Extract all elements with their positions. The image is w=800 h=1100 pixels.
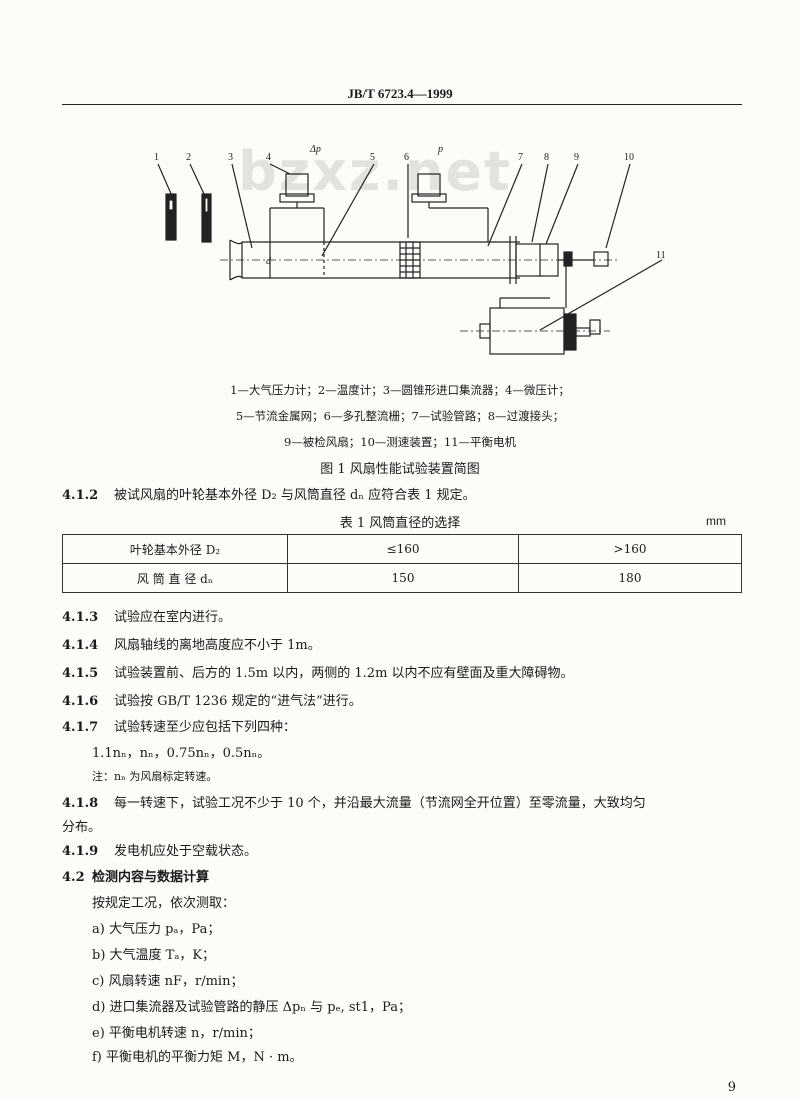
table-cell: 风 筒 直 径 dₙ bbox=[62, 563, 288, 593]
figure-label-11: 11 bbox=[656, 250, 666, 261]
clause-text: 试验按 GB/T 1236 规定的“进气法”进行。 bbox=[114, 694, 362, 709]
clause-text: 发电机应处于空载状态。 bbox=[114, 844, 258, 859]
figure-label-5: 5 bbox=[370, 152, 375, 163]
document-header: JB/T 6723.4—1999 bbox=[347, 86, 453, 101]
clause-4-1-8: 4.1.8 每一转速下，试验工况不少于 10 个，并沿最大流量（节流网全开位置）至… bbox=[62, 792, 646, 811]
clause-text: 试验装置前、后方的 1.5m 以内，两侧的 1.2m 以内不应有壁面及重大障碍物… bbox=[114, 666, 574, 681]
table-cell: 180 bbox=[518, 563, 742, 593]
table-cell: 叶轮基本外径 D₂ bbox=[62, 534, 288, 564]
clause-number: 4.1.4 bbox=[62, 638, 99, 653]
clause-number: 4.1.6 bbox=[62, 694, 99, 709]
table-cell: ≤160 bbox=[287, 534, 519, 564]
measure-item: f) 平衡电机的平衡力矩 M，N · m。 bbox=[92, 1050, 303, 1065]
table-title: 表 1 风筒直径的选择 bbox=[339, 516, 461, 531]
header-rule bbox=[62, 104, 742, 105]
clause-4-1-6: 4.1.6 试验按 GB/T 1236 规定的“进气法”进行。 bbox=[62, 690, 362, 709]
clause-text: 试验转速至少应包括下列四种： bbox=[114, 720, 297, 735]
clause-text: 风扇轴线的离地高度应不小于 1m。 bbox=[114, 638, 321, 653]
page-number: 9 bbox=[727, 1080, 736, 1095]
clause-number: 4.1.8 bbox=[62, 796, 99, 811]
clause-4-1-4: 4.1.4 风扇轴线的离地高度应不小于 1m。 bbox=[62, 634, 321, 653]
clause-text: 每一转速下，试验工况不少于 10 个，并沿最大流量（节流网全开位置）至零流量，大… bbox=[114, 796, 646, 811]
table-row: 风 筒 直 径 dₙ 150 180 bbox=[62, 563, 742, 593]
measure-item: a) 大气压力 pₐ，Pa； bbox=[92, 922, 221, 937]
measure-item: b) 大气温度 Tₐ，K； bbox=[92, 948, 216, 963]
figure-label-2: 2 bbox=[186, 152, 191, 163]
table-cell: 150 bbox=[287, 563, 519, 593]
figure-label-p: p bbox=[437, 144, 443, 155]
apparatus-diagram: 1 2 3 4 5 6 7 8 9 10 11 Δp p d bbox=[154, 144, 666, 355]
section-heading: 检测内容与数据计算 bbox=[92, 870, 210, 885]
figure-label-dp: Δp bbox=[309, 144, 321, 155]
figure-label-4: 4 bbox=[266, 152, 271, 163]
clause-4-1-9: 4.1.9 发电机应处于空载状态。 bbox=[62, 840, 257, 859]
clause-text: 试验应在室内进行。 bbox=[114, 610, 232, 625]
figure-caption-line: 5—节流金属网；6—多孔整流栅；7—试验管路；8—过渡接头； bbox=[235, 409, 565, 423]
watermark: bzxz.net bbox=[238, 140, 512, 203]
table-row: 叶轮基本外径 D₂ ≤160 >160 bbox=[62, 534, 742, 564]
figure-caption-line: 1—大气压力计；2—温度计；3—圆锥形进口集流器；4—微压计； bbox=[230, 383, 570, 397]
figure-label-7: 7 bbox=[518, 152, 523, 163]
clause-number: 4.1.2 bbox=[62, 488, 99, 503]
measure-item: c) 风扇转速 nF，r/min； bbox=[92, 974, 244, 989]
clause-4-1-8-continued: 分布。 bbox=[62, 820, 102, 835]
clause-text: 被试风扇的叶轮基本外径 D₂ 与风筒直径 dₙ 应符合表 1 规定。 bbox=[114, 488, 476, 503]
speed-note: 注：nₙ 为风扇标定转速。 bbox=[92, 770, 218, 783]
clause-4-1-3: 4.1.3 试验应在室内进行。 bbox=[62, 606, 231, 625]
duct-diameter-table: 叶轮基本外径 D₂ ≤160 >160 风 筒 直 径 dₙ 150 180 bbox=[62, 534, 742, 593]
table-unit: mm bbox=[706, 514, 726, 528]
figure-label-d: d bbox=[266, 256, 272, 267]
clause-number: 4.1.7 bbox=[62, 720, 99, 735]
figure-label-10: 10 bbox=[624, 152, 634, 163]
clause-4-2: 4.2 检测内容与数据计算 bbox=[62, 866, 209, 885]
clause-number: 4.2 bbox=[62, 870, 85, 885]
clause-4-1-7: 4.1.7 试验转速至少应包括下列四种： bbox=[62, 716, 296, 735]
figure-title: 图 1 风扇性能试验装置简图 bbox=[320, 462, 480, 477]
figure-label-6: 6 bbox=[404, 152, 409, 163]
figure-caption-line: 9—被检风扇；10—测速装置；11—平衡电机 bbox=[283, 435, 517, 449]
figure-label-9: 9 bbox=[574, 152, 579, 163]
figure-label-3: 3 bbox=[228, 152, 233, 163]
clause-number: 4.1.9 bbox=[62, 844, 99, 859]
clause-4-1-5: 4.1.5 试验装置前、后方的 1.5m 以内，两侧的 1.2m 以内不应有壁面及… bbox=[62, 662, 574, 681]
measure-intro: 按规定工况，依次测取： bbox=[92, 896, 236, 911]
clause-number: 4.1.5 bbox=[62, 666, 99, 681]
clause-4-1-2: 4.1.2 被试风扇的叶轮基本外径 D₂ 与风筒直径 dₙ 应符合表 1 规定。 bbox=[62, 484, 476, 503]
measure-item: d) 进口集流器及试验管路的静压 Δpₙ 与 pₑ, st1，Pa； bbox=[92, 1000, 411, 1015]
clause-number: 4.1.3 bbox=[62, 610, 99, 625]
table-cell: >160 bbox=[518, 534, 742, 564]
speed-list: 1.1nₙ，nₙ，0.75nₙ，0.5nₙ。 bbox=[92, 746, 271, 761]
figure-label-1: 1 bbox=[154, 152, 159, 163]
measure-item: e) 平衡电机转速 n，r/min； bbox=[92, 1026, 261, 1041]
fan-test-apparatus-figure: 1 2 3 4 5 6 7 8 9 10 11 Δp p d bbox=[150, 138, 670, 378]
figure-label-8: 8 bbox=[544, 152, 549, 163]
